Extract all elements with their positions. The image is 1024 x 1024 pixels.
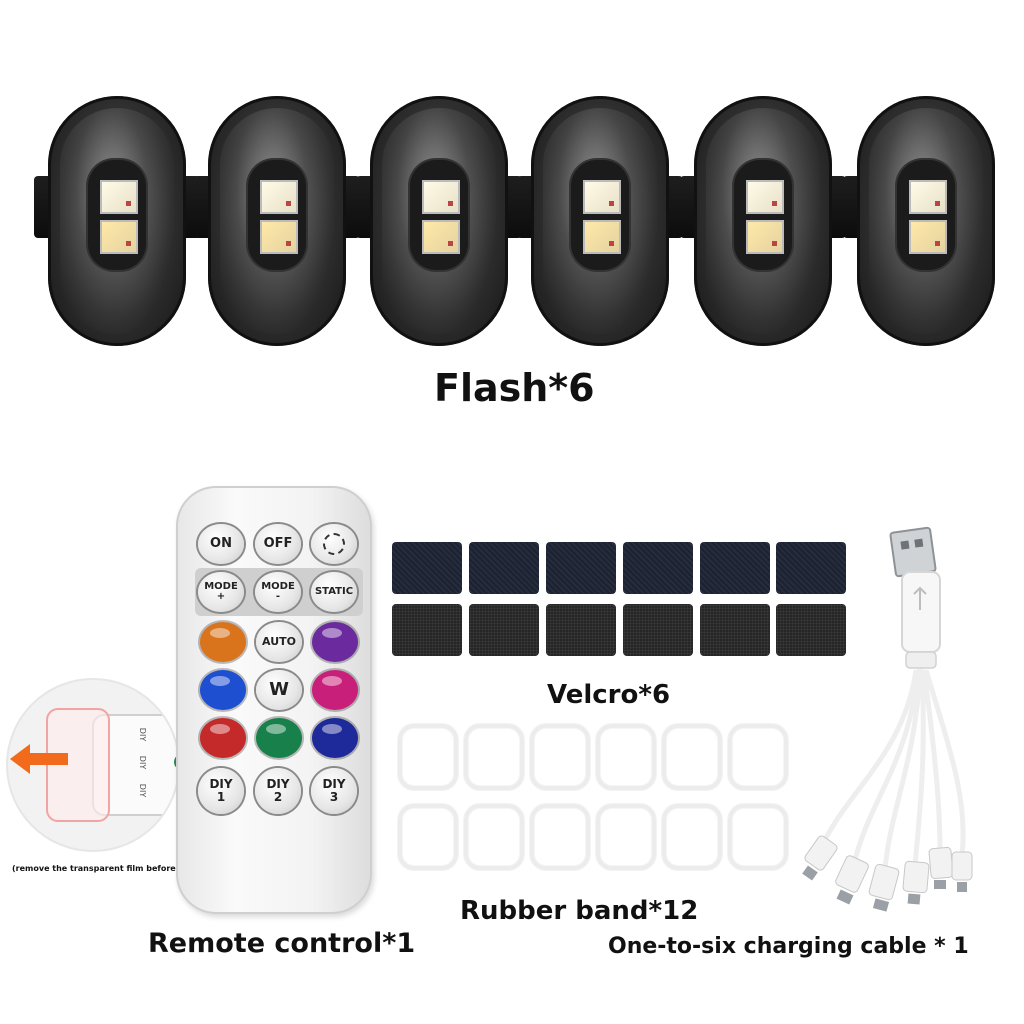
diy-mark-3: DIY: [138, 783, 148, 798]
rubber-band-7: [398, 804, 458, 870]
charging-cable-icon: [802, 526, 973, 912]
rubber-band-3: [530, 724, 590, 790]
velcro-loop-3: [546, 604, 616, 656]
flash-light-3: [356, 96, 522, 346]
rubber-band-4: [596, 724, 656, 790]
film-removal-inset: DIY DIY DIY: [8, 680, 178, 850]
remote-mode-plus-button[interactable]: MODE +: [198, 572, 244, 612]
remote-diy3-button[interactable]: DIY 3: [311, 768, 357, 814]
flash-label: Flash*6: [434, 366, 595, 410]
remote-navy-button[interactable]: [312, 718, 358, 758]
rubber-band-11: [662, 804, 722, 870]
remote-blue-button[interactable]: [200, 670, 246, 710]
remote-off-button[interactable]: OFF: [255, 524, 301, 564]
velcro-hook-5: [700, 542, 770, 594]
velcro-loop-5: [700, 604, 770, 656]
remote-auto-button[interactable]: AUTO: [256, 622, 302, 662]
rubber-band-label: Rubber band*12: [460, 896, 699, 926]
velcro-hook-2: [469, 542, 539, 594]
flash-light-1: [34, 96, 200, 346]
flash-light-5: [680, 96, 846, 346]
remote-purple-button[interactable]: [312, 622, 358, 662]
velcro-loop-6: [776, 604, 846, 656]
rubber-band-6: [728, 724, 788, 790]
flash-light-4: [517, 96, 683, 346]
remote-on-button[interactable]: ON: [198, 524, 244, 564]
rubber-band-9: [530, 804, 590, 870]
cable-label: One-to-six charging cable * 1: [608, 934, 969, 959]
brightness-icon: [323, 533, 345, 555]
remote-diy1-button[interactable]: DIY 1: [198, 768, 244, 814]
rubber-band-8: [464, 804, 524, 870]
remote-mode-minus-button[interactable]: MODE -: [255, 572, 301, 612]
remote-red-button[interactable]: [200, 718, 246, 758]
velcro-loop-4: [623, 604, 693, 656]
remote-green-button[interactable]: [256, 718, 302, 758]
remote-magenta-button[interactable]: [312, 670, 358, 710]
remote-diy2-button[interactable]: DIY 2: [255, 768, 301, 814]
velcro-hook-3: [546, 542, 616, 594]
flash-light-2: [194, 96, 360, 346]
remote-orange-button[interactable]: [200, 622, 246, 662]
rubber-band-12: [728, 804, 788, 870]
rubber-band-2: [464, 724, 524, 790]
diy-mark-1: DIY: [138, 727, 148, 742]
rubber-band-10: [596, 804, 656, 870]
velcro-hook-1: [392, 542, 462, 594]
film-note: (remove the transparent film before use): [12, 864, 199, 873]
remote-brightness-button[interactable]: [311, 524, 357, 564]
velcro-label: Velcro*6: [547, 680, 671, 710]
velcro-hook-4: [623, 542, 693, 594]
flash-light-6: [843, 96, 995, 346]
remote-static-button[interactable]: STATIC: [311, 572, 357, 612]
velcro-loop-2: [469, 604, 539, 656]
rubber-band-5: [662, 724, 722, 790]
remote-label: Remote control*1: [148, 928, 416, 959]
arrow-left-icon: [10, 744, 68, 774]
remote-white-button[interactable]: W: [256, 670, 302, 710]
diy-mark-2: DIY: [138, 755, 148, 770]
velcro-loop-1: [392, 604, 462, 656]
velcro-hook-6: [776, 542, 846, 594]
rubber-band-1: [398, 724, 458, 790]
